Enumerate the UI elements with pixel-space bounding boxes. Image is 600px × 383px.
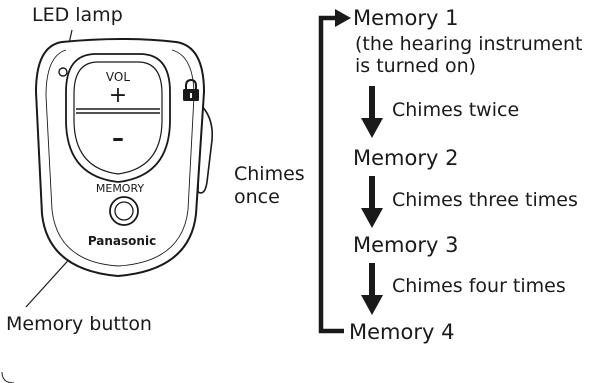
- chimes-once-line1: Chimes: [234, 163, 305, 185]
- memory-button[interactable]: [109, 196, 139, 226]
- memory-button-label: Memory button: [6, 313, 152, 335]
- corner-mark: [1, 371, 15, 383]
- down-arrow-2: [361, 176, 383, 228]
- memory-1-note-line1: (the hearing instrument: [355, 33, 583, 55]
- chimes-once-line2: once: [234, 186, 280, 208]
- down-arrow-1: [361, 86, 383, 138]
- led-lamp: [58, 67, 68, 77]
- volume-down-button[interactable]: –: [112, 124, 124, 152]
- memory-1-label: Memory 1: [353, 6, 459, 30]
- step-chimes-four-times: Chimes four times: [392, 275, 566, 297]
- memory-3-label: Memory 3: [353, 233, 459, 257]
- cycle-bracket-arrow: [318, 9, 351, 334]
- memory-4-label: Memory 4: [349, 320, 455, 344]
- vol-label: VOL: [106, 70, 130, 84]
- brand-logo: Panasonic: [88, 234, 156, 248]
- remote-control: VOL + – MEMORY Panasonic: [34, 38, 214, 278]
- memory-2-label: Memory 2: [353, 146, 459, 170]
- down-arrow-3: [361, 263, 383, 315]
- memory-label: MEMORY: [96, 182, 145, 195]
- memory-1-note-line2: is turned on): [355, 55, 477, 77]
- volume-rocker[interactable]: [65, 53, 171, 183]
- lock-icon: [183, 78, 199, 101]
- step-chimes-three-times: Chimes three times: [392, 189, 578, 211]
- step-chimes-twice: Chimes twice: [392, 99, 520, 121]
- volume-up-button[interactable]: +: [109, 83, 127, 108]
- led-lamp-label: LED lamp: [32, 4, 123, 26]
